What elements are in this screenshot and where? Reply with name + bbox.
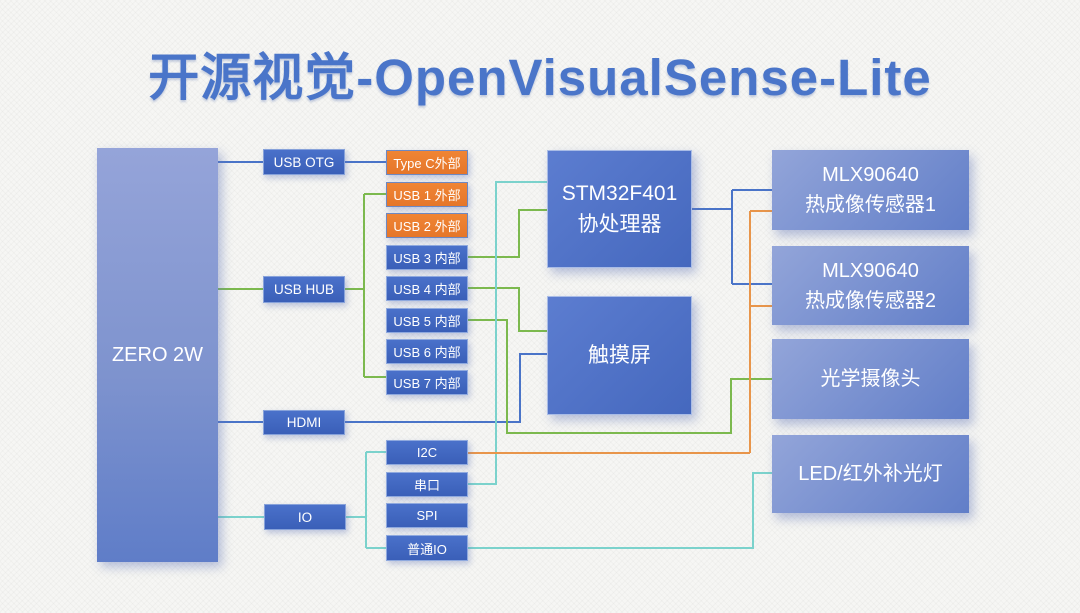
usb-hub-label-box: USB HUB xyxy=(263,276,345,303)
io-label: IO xyxy=(297,509,313,525)
usb-port-3-internal: USB 3 内部 xyxy=(386,245,468,270)
zero-2w-label: ZERO 2W xyxy=(111,343,204,366)
stm32-line1: STM32F401 xyxy=(561,181,678,205)
usb-port-label: USB 7 内部 xyxy=(393,376,461,391)
mlx1-line1: MLX90640 xyxy=(822,164,919,186)
usb-port-typec-external: Type C外部 xyxy=(386,150,468,175)
wire-usb3-to-stm32 xyxy=(468,209,547,258)
bus-port-uart: 串口 xyxy=(386,472,468,497)
usb-port-label: USB 5 内部 xyxy=(393,314,461,329)
hdmi-label-box: HDMI xyxy=(263,410,345,435)
bus-port-label: SPI xyxy=(416,508,438,523)
wire-uart-to-stm32 xyxy=(468,181,547,485)
hdmi-label: HDMI xyxy=(286,415,322,430)
wire-usb5-to-camera xyxy=(468,319,772,434)
wire-usb4-to-touchscreen xyxy=(468,287,547,332)
bus-port-spi: SPI xyxy=(386,503,468,528)
bus-port-label: 串口 xyxy=(413,478,440,493)
mlx2-line2: 热成像传感器2 xyxy=(804,289,937,312)
stm32-coprocessor-block: STM32F401 协处理器 xyxy=(547,150,692,268)
touchscreen-block: 触摸屏 xyxy=(547,296,692,415)
usb-port-7-internal: USB 7 内部 xyxy=(386,370,468,395)
usb-otg-label: USB OTG xyxy=(273,154,335,170)
bus-port-gpio: 普通IO xyxy=(386,535,468,561)
mlx2-line1: MLX90640 xyxy=(822,259,919,282)
usb-port-label: USB 6 内部 xyxy=(393,345,461,360)
usb-port-label: USB 1 外部 xyxy=(393,188,461,203)
optical-camera-block: 光学摄像头 xyxy=(772,339,969,419)
bus-port-label: 普通IO xyxy=(407,541,447,557)
zero-2w-block: ZERO 2W xyxy=(97,148,218,562)
usb-port-2-external: USB 2 外部 xyxy=(386,213,468,238)
usb-port-5-internal: USB 5 内部 xyxy=(386,308,468,333)
mlx1-line2: 热成像传感器1 xyxy=(804,194,937,216)
usb-port-label: Type C外部 xyxy=(393,156,461,171)
usb-port-4-internal: USB 4 内部 xyxy=(386,276,468,301)
wire-gpio-to-led xyxy=(468,472,772,549)
led-label: LED/红外补光灯 xyxy=(798,463,943,485)
touchscreen-label: 触摸屏 xyxy=(588,343,651,367)
led-ir-fill-light-block: LED/红外补光灯 xyxy=(772,435,969,513)
io-label-box: IO xyxy=(264,504,346,530)
mlx90640-sensor2-block: MLX90640 热成像传感器2 xyxy=(772,246,969,325)
mlx90640-sensor1-block: MLX90640 热成像传感器1 xyxy=(772,150,969,230)
camera-label: 光学摄像头 xyxy=(820,368,921,390)
usb-port-label: USB 3 内部 xyxy=(393,251,461,266)
usb-port-label: USB 4 内部 xyxy=(393,282,461,297)
stm32-line2: 协处理器 xyxy=(577,213,662,236)
usb-port-label: USB 2 外部 xyxy=(393,219,461,234)
usb-port-6-internal: USB 6 内部 xyxy=(386,339,468,364)
bus-port-label: I2C xyxy=(416,445,438,460)
usb-hub-label: USB HUB xyxy=(273,282,334,297)
bus-port-i2c: I2C xyxy=(386,440,468,465)
page-title: 开源视觉-OpenVisualSense-Lite xyxy=(148,49,932,106)
usb-otg-label-box: USB OTG xyxy=(263,149,345,175)
wire-hdmi-to-touchscreen xyxy=(345,353,547,423)
usb-port-1-external: USB 1 外部 xyxy=(386,182,468,207)
